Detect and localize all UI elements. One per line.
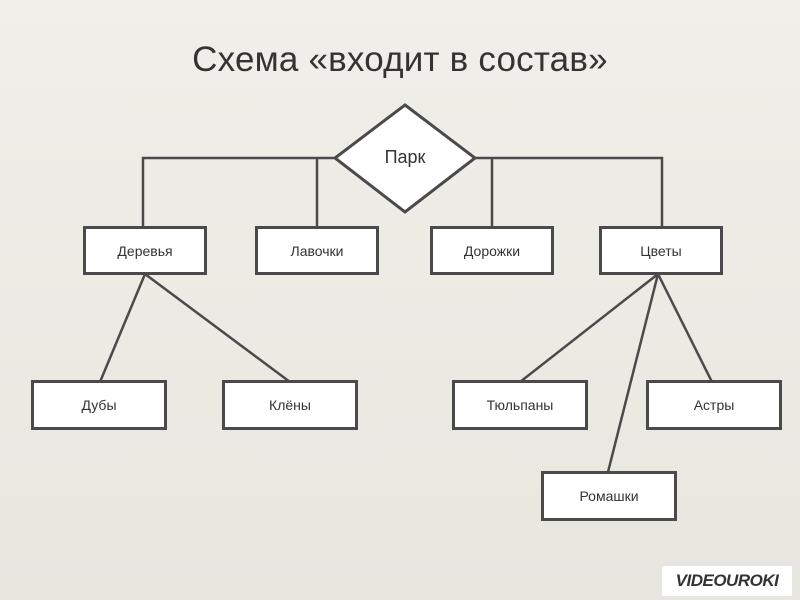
connector-flowers-daisies bbox=[606, 273, 660, 473]
connector-trees-oaks bbox=[98, 273, 147, 383]
connector-trees-maples bbox=[144, 272, 291, 384]
node-trees: Деревья bbox=[83, 226, 207, 275]
watermark-logo: VIDEOUROKI bbox=[662, 566, 792, 596]
root-diamond-shape bbox=[332, 103, 478, 214]
node-maples: Клёны bbox=[222, 380, 358, 430]
diagram-title: Схема «входит в состав» bbox=[192, 40, 608, 79]
connector-root-right bbox=[475, 156, 664, 228]
connector-root-left bbox=[141, 156, 335, 228]
node-oaks: Дубы bbox=[31, 380, 167, 430]
node-tulips: Тюльпаны bbox=[452, 380, 588, 430]
node-paths: Дорожки bbox=[430, 226, 554, 275]
node-flowers: Цветы bbox=[599, 226, 723, 275]
node-daisies: Ромашки bbox=[541, 471, 677, 521]
connector-flowers-asters bbox=[656, 273, 714, 383]
root-label: Парк bbox=[384, 146, 426, 167]
node-asters: Астры bbox=[646, 380, 782, 430]
connector-flowers-tulips bbox=[519, 273, 659, 383]
node-benches: Лавочки bbox=[255, 226, 379, 275]
